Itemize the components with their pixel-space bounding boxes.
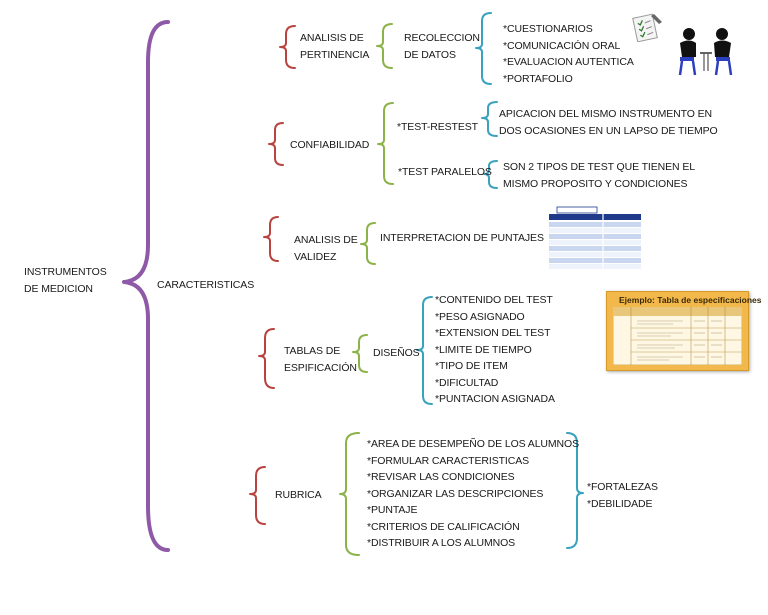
list-item: *TIPO DE ITEM [435, 360, 508, 372]
spec-table-title: Ejemplo: Tabla de especificaciones [619, 295, 762, 305]
checklist-icon [632, 13, 662, 42]
test-retest-desc: APICACION DEL MISMO INSTRUMENTO EN DOS O… [499, 106, 718, 139]
list-item: *CRITERIOS DE CALIFICACIÓN [367, 520, 520, 533]
bracket-pertinence [279, 25, 296, 69]
list-item: *EXTENSION DEL TEST [435, 327, 551, 339]
list-item: *PUNTAJE [367, 504, 418, 516]
rubric-outcomes: *FORTALEZAS *DEBILIDADE [587, 479, 658, 512]
recoleccion-line-2: DE DATOS [404, 48, 456, 61]
list-item: *DIFICULTAD [435, 376, 499, 389]
pertinence-node: ANALISIS DE PERTINENCIA [300, 30, 369, 63]
especificacion-line-2: ESPIFICACIÓN [284, 361, 357, 374]
pertinence-line-1: ANALISIS DE [300, 32, 364, 44]
bracket-rubrica [249, 466, 266, 525]
bracket-especificacion [258, 328, 275, 389]
especificacion-line-1: TABLAS DE [284, 345, 341, 357]
bracket-reliability-types [377, 102, 394, 185]
list-item: *LIMITE DE TIEMPO [435, 343, 532, 356]
pertinence-line-2: PERTINENCIA [300, 48, 370, 61]
especificacion-node: TABLAS DE ESPIFICACIÓN [284, 343, 357, 376]
list-item: *PESO ASIGNADO [435, 310, 525, 323]
bracket-rubric-items [339, 432, 360, 556]
rubric-items: *AREA DE DESEMPEÑO DE LOS ALUMNOS *FORMU… [367, 436, 579, 552]
score-table-image [545, 205, 643, 269]
bracket-confiabilidad [268, 122, 284, 166]
test-retest-desc-line-1: APICACION DEL MISMO INSTRUMENTO EN [499, 108, 713, 120]
list-item: *FORTALEZAS [587, 481, 658, 493]
bracket-recoleccion [376, 23, 393, 69]
validez-line-1: ANALISIS DE [294, 234, 358, 246]
list-item: *DISTRIBUIR A LOS ALUMNOS [367, 537, 516, 549]
parallel-desc: SON 2 TIPOS DE TEST QUE TIENEN EL MISMO … [503, 159, 695, 192]
confiabilidad-label: CONFIABILIDAD [290, 139, 370, 151]
parallel-desc-line-2: MISMO PROPOSITO Y CONDICIONES [503, 177, 688, 190]
disenos-label: DISEÑOS [373, 347, 420, 359]
recoleccion-line-1: RECOLECCION [404, 32, 480, 44]
list-item: *EVALUACION AUTENTICA [503, 56, 634, 68]
list-item: *CONTENIDO DEL TEST [435, 294, 553, 306]
validez-line-2: VALIDEZ [294, 250, 337, 263]
characteristics-label: CARACTERISTICAS [157, 279, 255, 291]
root-line-2: DE MEDICION [24, 282, 93, 295]
design-items: *CONTENIDO DEL TEST *PESO ASIGNADO *EXTE… [435, 292, 555, 408]
bracket-validez [263, 216, 279, 262]
list-item: *FORMULAR CARACTERISTICAS [367, 454, 530, 467]
list-item: *PUNTACION ASIGNADA [435, 393, 555, 405]
list-item: *COMUNICACIÓN ORAL [503, 39, 621, 52]
list-item: *ORGANIZAR LAS DESCRIPCIONES [367, 487, 544, 500]
rubrica-label: RUBRICA [275, 489, 322, 501]
list-item: *PORTAFOLIO [503, 72, 573, 85]
spec-table-grid [613, 307, 742, 365]
list-item: *CUESTIONARIOS [503, 23, 593, 35]
parallel-label: *TEST PARALELOS [398, 166, 492, 178]
validez-desc: INTERPRETACION DE PUNTAJES [380, 232, 544, 244]
list-item: *REVISAR LAS CONDICIONES [367, 471, 515, 483]
list-item: *DEBILIDADE [587, 497, 653, 510]
list-item: *AREA DE DESEMPEÑO DE LOS ALUMNOS [367, 438, 580, 450]
spec-table-image: Ejemplo: Tabla de especificaciones [606, 291, 762, 371]
test-retest-desc-line-2: DOS OCASIONES EN UN LAPSO DE TIEMPO [499, 124, 718, 137]
root-node: INSTRUMENTOS DE MEDICION [24, 264, 107, 297]
parallel-desc-line-1: SON 2 TIPOS DE TEST QUE TIENEN EL [503, 161, 695, 173]
bracket-test-retest [481, 101, 498, 137]
validez-node: ANALISIS DE VALIDEZ [294, 232, 358, 265]
interview-people-icon [678, 28, 733, 76]
test-retest-label: *TEST-RESTEST [397, 121, 478, 133]
pertinence-items: *CUESTIONARIOS *COMUNICACIÓN ORAL *EVALU… [503, 21, 634, 87]
recoleccion-node: RECOLECCION DE DATOS [404, 30, 480, 63]
root-line-1: INSTRUMENTOS [24, 266, 107, 278]
bracket-validez-desc [360, 222, 376, 265]
